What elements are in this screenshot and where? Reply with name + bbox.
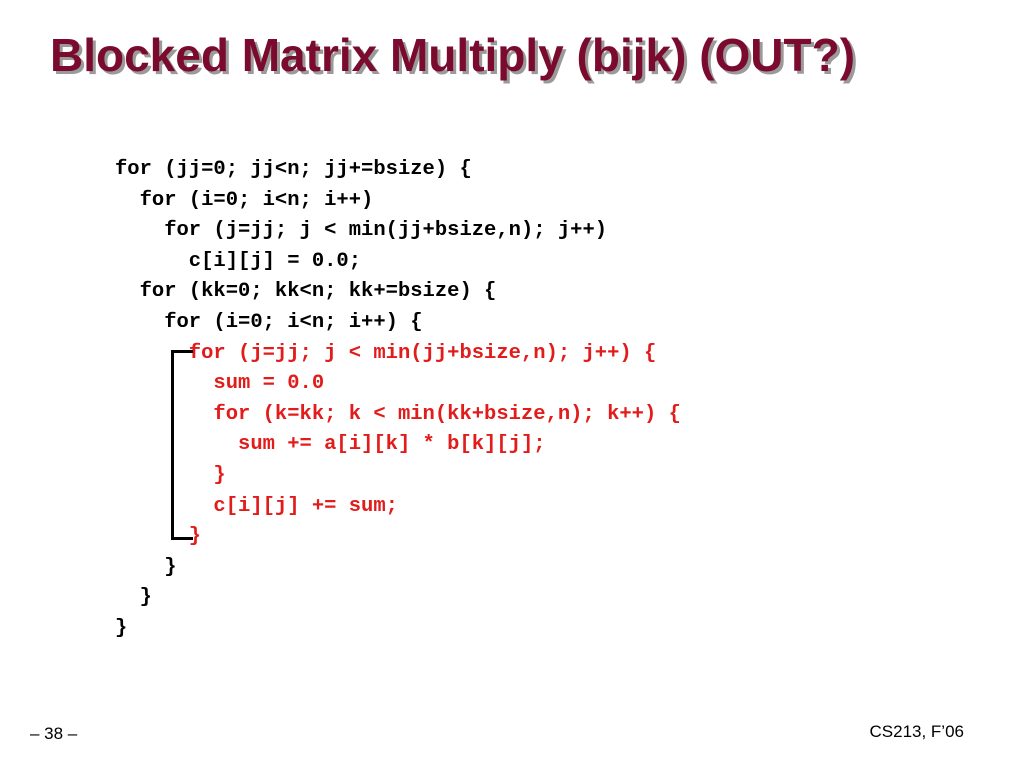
- code-line: for (jj=0; jj<n; jj+=bsize) {: [115, 158, 472, 181]
- code-line: }: [115, 525, 202, 549]
- code-line: }: [115, 586, 152, 610]
- code-line: c[i][j] += sum;: [115, 494, 398, 518]
- code-line: sum = 0.0: [115, 372, 325, 396]
- code-line: c[i][j] = 0.0;: [115, 249, 362, 273]
- loop-bracket: [171, 350, 193, 540]
- code-line: }: [115, 616, 128, 640]
- slide-number: – 38 –: [30, 724, 78, 743]
- course-label: CS213, F’06: [869, 722, 965, 741]
- code-line: for (j=jj; j < min(jj+bsize,n); j++) {: [115, 341, 657, 365]
- code-line: sum += a[i][k] * b[k][j];: [115, 433, 546, 457]
- code-line: }: [115, 463, 226, 487]
- code-line: for (i=0; i<n; i++): [115, 188, 374, 212]
- code-line: }: [115, 555, 177, 579]
- code-line: for (kk=0; kk<n; kk+=bsize) {: [115, 280, 497, 304]
- code-block: for (jj=0; jj<n; jj+=bsize) { for (i=0; …: [115, 155, 681, 645]
- code-line: for (k=kk; k < min(kk+bsize,n); k++) {: [115, 402, 681, 426]
- code-line: for (i=0; i<n; i++) {: [115, 310, 423, 334]
- code-line: for (j=jj; j < min(jj+bsize,n); j++): [115, 219, 608, 243]
- slide-title: Blocked Matrix Multiply (bijk) (OUT?): [50, 29, 856, 81]
